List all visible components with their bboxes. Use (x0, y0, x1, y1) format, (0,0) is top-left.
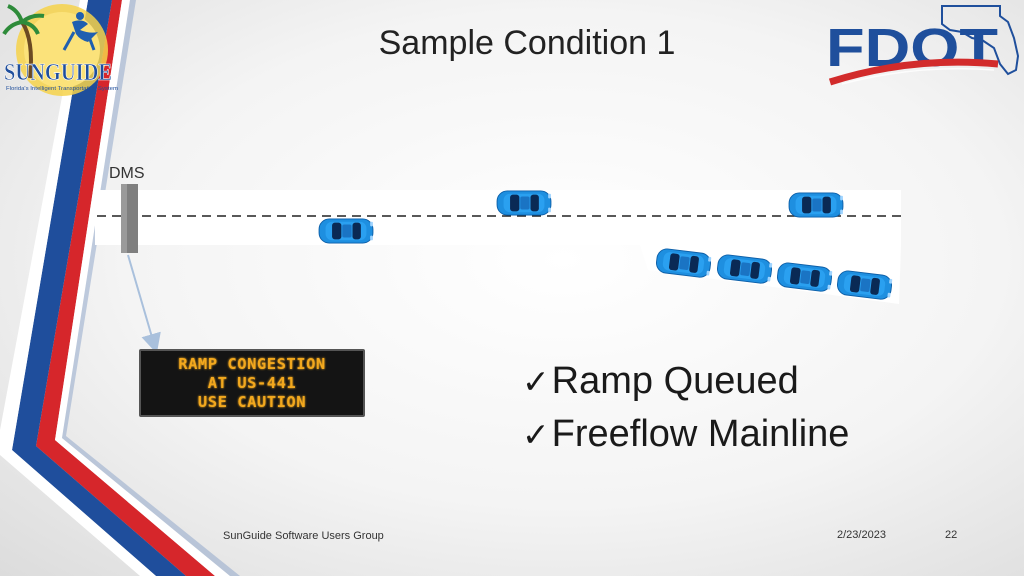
dms-sign: RAMP CONGESTION AT US-441 USE CAUTION (139, 349, 365, 417)
car (318, 218, 374, 244)
sunguide-logo: SUNGUIDE Florida's Intelligent Transport… (2, 4, 118, 96)
footer-text: SunGuide Software Users Group (223, 530, 384, 542)
sunguide-logo-tagline: Florida's Intelligent Transportation Sys… (6, 86, 118, 92)
dms-sign-line: USE CAUTION (197, 392, 307, 411)
page-number: 22 (945, 529, 958, 541)
decorative-stripes (0, 0, 240, 576)
dms-sign-line: RAMP CONGESTION (178, 354, 326, 373)
dms-label: DMS (109, 165, 145, 182)
sunguide-logo-word: SUNGUIDE (4, 60, 112, 86)
slide-title: Sample Condition 1 (378, 24, 676, 62)
bullet-text: Ramp Queued (551, 360, 799, 402)
car (496, 190, 552, 216)
checkmark-icon: ✓ (522, 362, 550, 401)
bullet-item: ✓Freeflow Mainline (522, 408, 849, 461)
footer-date: 2/23/2023 (837, 529, 886, 541)
bullet-item: ✓Ramp Queued (522, 355, 849, 408)
fdot-logo: FDOT (826, 5, 1020, 86)
dms-arrow (127, 254, 161, 354)
bullet-text: Freeflow Mainline (551, 413, 850, 455)
dms-sign-line: AT US-441 (207, 373, 297, 392)
car (788, 192, 844, 218)
bullet-list: ✓Ramp Queued ✓Freeflow Mainline (522, 355, 849, 461)
checkmark-icon: ✓ (522, 415, 550, 454)
